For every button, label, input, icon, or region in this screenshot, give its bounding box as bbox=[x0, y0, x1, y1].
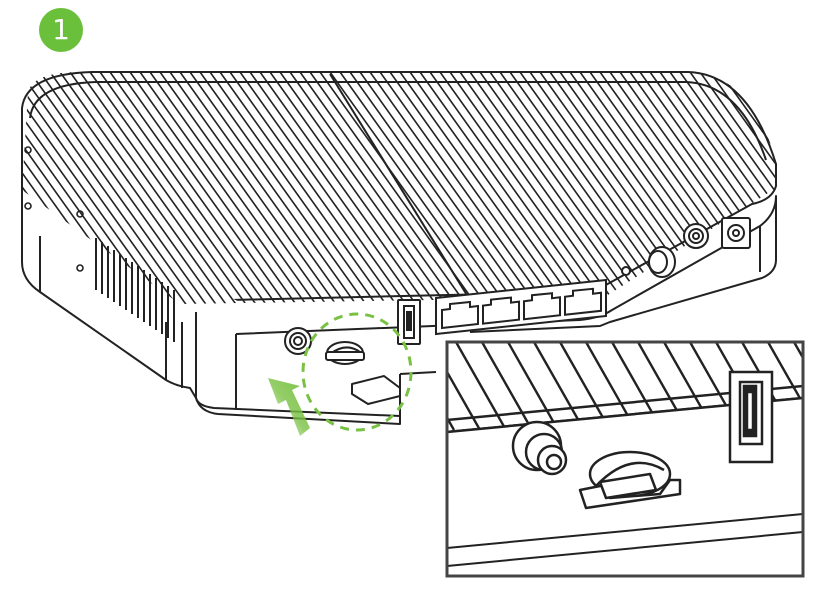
arrow-icon bbox=[268, 378, 310, 436]
side-vents bbox=[95, 238, 175, 342]
usb-port-icon bbox=[397, 299, 421, 345]
highlight-circle bbox=[301, 312, 413, 432]
ethernet-port-icon bbox=[435, 278, 607, 336]
step-number-label: 1 bbox=[52, 13, 70, 46]
power-jack-icon bbox=[721, 217, 751, 249]
zoom-inset bbox=[445, 340, 805, 578]
top-seam bbox=[329, 73, 471, 301]
antenna-connector-icon bbox=[683, 223, 709, 249]
screw-holes bbox=[24, 146, 84, 272]
sim-slot-icon bbox=[325, 341, 365, 365]
router-body bbox=[21, 71, 777, 425]
antenna-connector-icon bbox=[284, 327, 312, 355]
power-button-icon bbox=[648, 246, 676, 278]
step-number-badge: 1 bbox=[39, 8, 83, 52]
reset-button-icon bbox=[621, 266, 631, 276]
sim-card-icon bbox=[351, 375, 401, 405]
